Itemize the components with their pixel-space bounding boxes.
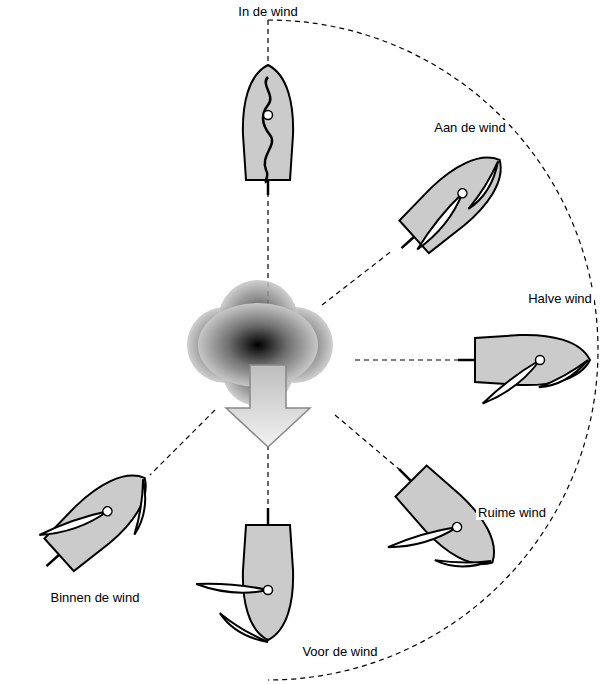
boat-voor-de-wind bbox=[196, 508, 293, 649]
boat-ruime-wind bbox=[353, 451, 513, 611]
boat-aan-de-wind bbox=[385, 141, 517, 267]
wind-arrow bbox=[226, 365, 310, 447]
point-of-sail-label: Binnen de wind bbox=[49, 590, 142, 605]
point-of-sail-label: In de wind bbox=[236, 4, 299, 19]
point-of-sail-label: Voor de wind bbox=[300, 644, 379, 659]
point-of-sail-label: Ruime wind bbox=[476, 505, 548, 520]
boat-in-de-wind bbox=[243, 65, 293, 195]
radial-lines bbox=[150, 20, 458, 505]
point-of-sail-label: Aan de wind bbox=[432, 120, 508, 135]
boat-binnen-de-wind bbox=[27, 454, 173, 595]
point-of-sail-label: Halve wind bbox=[526, 291, 594, 306]
boat-halve-wind bbox=[458, 335, 591, 408]
